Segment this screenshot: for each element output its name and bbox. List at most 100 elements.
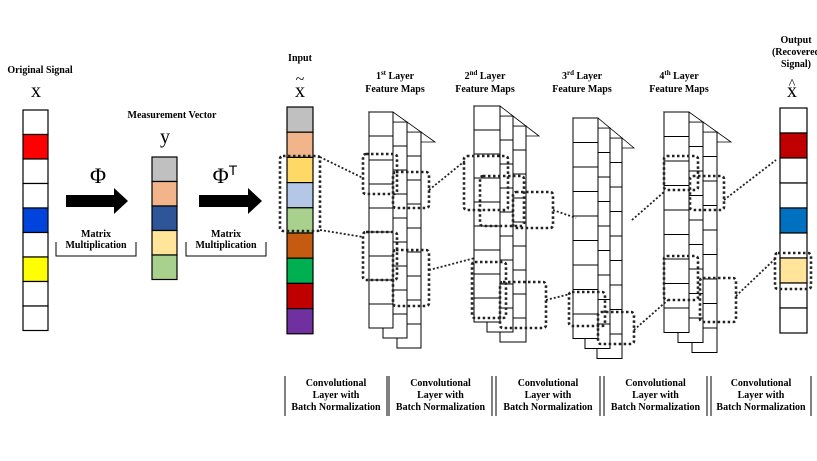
layer4-map-cell bbox=[663, 258, 690, 284]
layer2-map-cell bbox=[473, 225, 501, 251]
measurement-cell bbox=[151, 229, 178, 256]
layer-1-title: 1st Layer bbox=[376, 69, 415, 82]
layer3-map-cell bbox=[572, 166, 599, 192]
layer-4-subtitle: Feature Maps bbox=[649, 84, 709, 95]
layer2-receptive-box bbox=[462, 154, 510, 212]
input-tilde: ~ bbox=[296, 71, 305, 88]
layer2-map-cell bbox=[473, 129, 501, 155]
conv-block-line2: Layer with bbox=[525, 390, 572, 401]
layer4-receptive-box bbox=[698, 276, 738, 324]
original-signal-cell bbox=[22, 256, 49, 283]
measurement-title: Measurement Vector bbox=[128, 110, 218, 121]
connector-line bbox=[428, 257, 476, 271]
output-cell bbox=[779, 132, 808, 159]
layer3-map-cell bbox=[572, 191, 599, 217]
connector-line bbox=[735, 257, 777, 297]
layer4-map-cell bbox=[663, 136, 690, 162]
measurement-symbol: y bbox=[160, 126, 170, 148]
measurement-cell bbox=[151, 254, 178, 281]
conv-block-line2: Layer with bbox=[738, 390, 785, 401]
layer2-map-cell bbox=[473, 105, 501, 131]
conv-block-line2: Layer with bbox=[417, 390, 464, 401]
output-cell bbox=[779, 157, 808, 184]
original-signal-symbol: x bbox=[31, 80, 41, 102]
original-signal-cell bbox=[22, 280, 49, 307]
layer-ordinal-suffix: th bbox=[664, 69, 670, 77]
phi-t-arrow bbox=[199, 188, 262, 214]
layer-ordinal-suffix: nd bbox=[470, 69, 478, 77]
layer3-map-cell bbox=[572, 289, 599, 315]
conv-block-bracket bbox=[495, 376, 601, 416]
phi-t-symbol: ΦT bbox=[213, 162, 238, 188]
layer3-map-cell bbox=[572, 117, 599, 143]
conv-block-line2: Layer with bbox=[313, 390, 360, 401]
layer3-map-cell bbox=[572, 215, 599, 241]
conv-block-bracket bbox=[284, 376, 388, 416]
layer-number: 3 bbox=[562, 71, 567, 82]
layer4-receptive-box bbox=[662, 254, 700, 302]
conv-block-line2: Layer with bbox=[632, 390, 679, 401]
layer-number: 4 bbox=[659, 71, 664, 82]
layer2-map-cell bbox=[473, 153, 501, 179]
layer2-map-cell bbox=[473, 201, 501, 227]
input-cell bbox=[286, 282, 314, 310]
layer3-receptive-box bbox=[567, 290, 607, 328]
connector-line bbox=[319, 156, 364, 179]
connector-line bbox=[633, 299, 669, 331]
connector-line bbox=[723, 159, 777, 201]
layer-4-title: 4th Layer bbox=[659, 69, 699, 82]
input-cell bbox=[286, 131, 314, 158]
layer4-map-cell bbox=[663, 160, 690, 186]
output-cell bbox=[779, 282, 808, 309]
layer-ordinal-suffix: st bbox=[381, 69, 387, 77]
layer4-receptive-box bbox=[662, 154, 700, 192]
layer4-map-cell bbox=[663, 307, 690, 333]
original-signal-cell bbox=[22, 207, 49, 234]
layer-1-subtitle: Feature Maps bbox=[365, 84, 425, 95]
input-title: Input bbox=[288, 53, 313, 64]
output-title-line3: Signal) bbox=[781, 59, 811, 70]
layer-number: 1 bbox=[376, 71, 381, 82]
layer1-map-cell bbox=[368, 135, 394, 161]
layer1-map-cell bbox=[368, 159, 394, 185]
output-hat: ^ bbox=[789, 77, 796, 92]
layer-word: Layer bbox=[477, 71, 506, 82]
phi-bracket bbox=[55, 242, 137, 257]
phi-t-label-line2: Multiplication bbox=[195, 240, 257, 251]
conv-block-line1: Convolutional bbox=[625, 378, 686, 389]
conv-block-line3: Batch Normalization bbox=[611, 402, 701, 413]
conv-block-line3: Batch Normalization bbox=[716, 402, 806, 413]
original-signal-cell bbox=[22, 305, 49, 332]
measurement-cell bbox=[151, 180, 178, 207]
output-cell bbox=[779, 307, 808, 334]
layer-3-subtitle: Feature Maps bbox=[552, 84, 612, 95]
layer1-map-cell bbox=[368, 183, 394, 209]
layer1-receptive-box bbox=[361, 152, 399, 196]
input-cell bbox=[286, 106, 314, 133]
original-signal-title: Original Signal bbox=[7, 65, 73, 76]
conv-block-bracket bbox=[603, 376, 708, 416]
layer2-map-cell bbox=[473, 273, 501, 299]
connector-line bbox=[319, 229, 364, 238]
layer2-map-cell bbox=[473, 177, 501, 203]
output-cell bbox=[779, 257, 808, 284]
input-cell bbox=[286, 182, 314, 209]
layer2-receptive-box bbox=[498, 280, 548, 330]
layer1-receptive-box bbox=[391, 248, 431, 308]
layer1-map-cell bbox=[368, 279, 394, 305]
output-cell bbox=[779, 182, 808, 209]
layer2-receptive-box bbox=[511, 190, 555, 230]
connector-line bbox=[428, 159, 467, 191]
conv-block-bracket bbox=[710, 376, 812, 416]
layer1-map-cell bbox=[368, 207, 394, 233]
layer1-receptive-box bbox=[391, 170, 431, 210]
conv-block-line3: Batch Normalization bbox=[291, 402, 381, 413]
original-signal-cell bbox=[22, 109, 49, 136]
phi-label-line1: Matrix bbox=[81, 229, 111, 240]
output-symbol: x bbox=[787, 80, 797, 102]
layer3-map-cell bbox=[572, 142, 599, 168]
output-receptive-box bbox=[773, 251, 813, 291]
connector-line bbox=[552, 209, 577, 219]
conv-block-line1: Convolutional bbox=[306, 378, 367, 389]
